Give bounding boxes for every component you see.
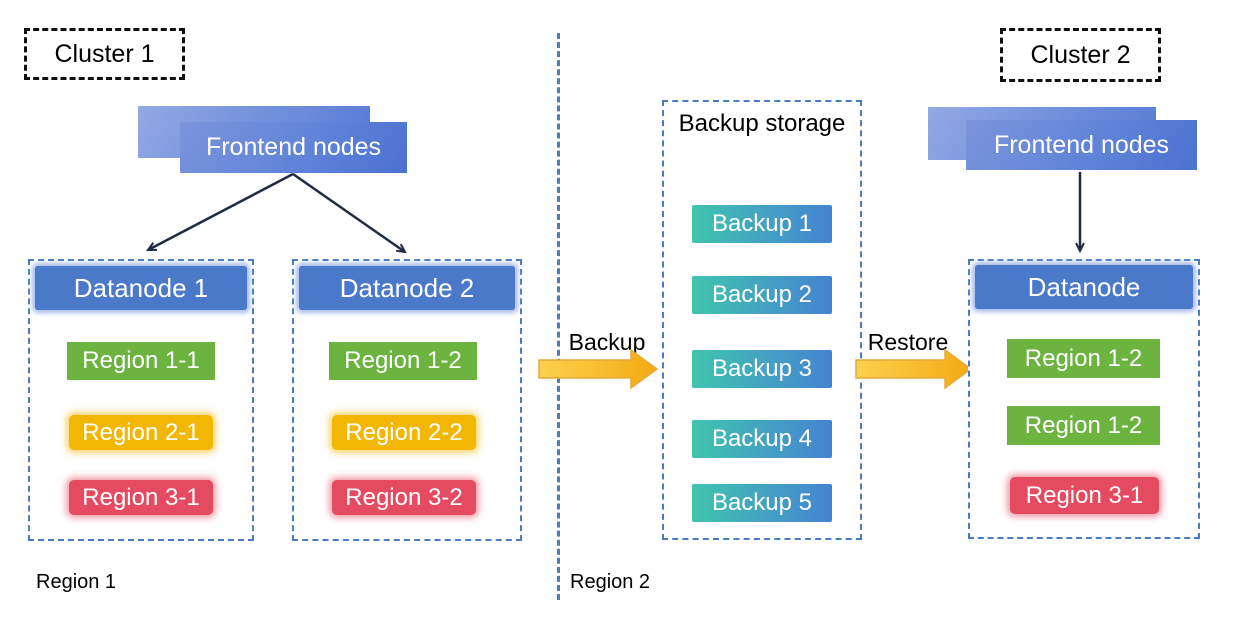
backup-item: Backup 1 (692, 205, 832, 243)
region-box: Region 3-1 (69, 480, 213, 515)
datanode1-container: Datanode 1 Region 1-1 Region 2-1 Region … (28, 259, 254, 541)
cluster1-label: Cluster 1 (24, 28, 185, 80)
backup-item: Backup 4 (692, 420, 832, 458)
datanode2-header: Datanode 2 (299, 266, 515, 310)
region-divider-line (557, 33, 560, 600)
datanode1-header: Datanode 1 (35, 266, 247, 310)
datanode2-container: Datanode 2 Region 1-2 Region 2-2 Region … (292, 259, 522, 541)
cluster2-frontend-nodes-box: Frontend nodes (966, 120, 1197, 170)
backup-storage-container: Backup storage Backup 1 Backup 2 Backup … (662, 100, 862, 540)
backup-item: Backup 2 (692, 276, 832, 314)
backup-storage-title: Backup storage (678, 110, 846, 137)
cluster2-datanode-header: Datanode (975, 265, 1193, 309)
region2-note: Region 2 (570, 571, 651, 593)
region-box: Region 1-1 (67, 342, 215, 380)
region-box: Region 2-2 (332, 415, 476, 450)
restore-flow-label: Restore (867, 329, 949, 355)
backup-item: Backup 3 (692, 350, 832, 388)
region1-note: Region 1 (36, 571, 117, 593)
region-box: Region 1-2 (1007, 406, 1160, 445)
region-box: Region 2-1 (69, 415, 213, 450)
backup-arrow-icon (538, 348, 659, 390)
region-box: Region 3-1 (1010, 477, 1159, 514)
frontend1-to-datanode1-arrow (146, 172, 294, 252)
region-box: Region 3-2 (332, 480, 476, 515)
region-box: Region 1-2 (1007, 339, 1160, 378)
backup-item: Backup 5 (692, 484, 832, 522)
cluster2-label: Cluster 2 (1000, 28, 1161, 82)
cluster1-frontend-nodes-box: Frontend nodes (180, 122, 407, 173)
region-box: Region 1-2 (329, 342, 477, 380)
restore-arrow-icon (855, 348, 973, 390)
cluster2-datanode-container: Datanode Region 1-2 Region 1-2 Region 3-… (968, 259, 1200, 539)
frontend1-to-datanode2-arrow (292, 172, 407, 254)
